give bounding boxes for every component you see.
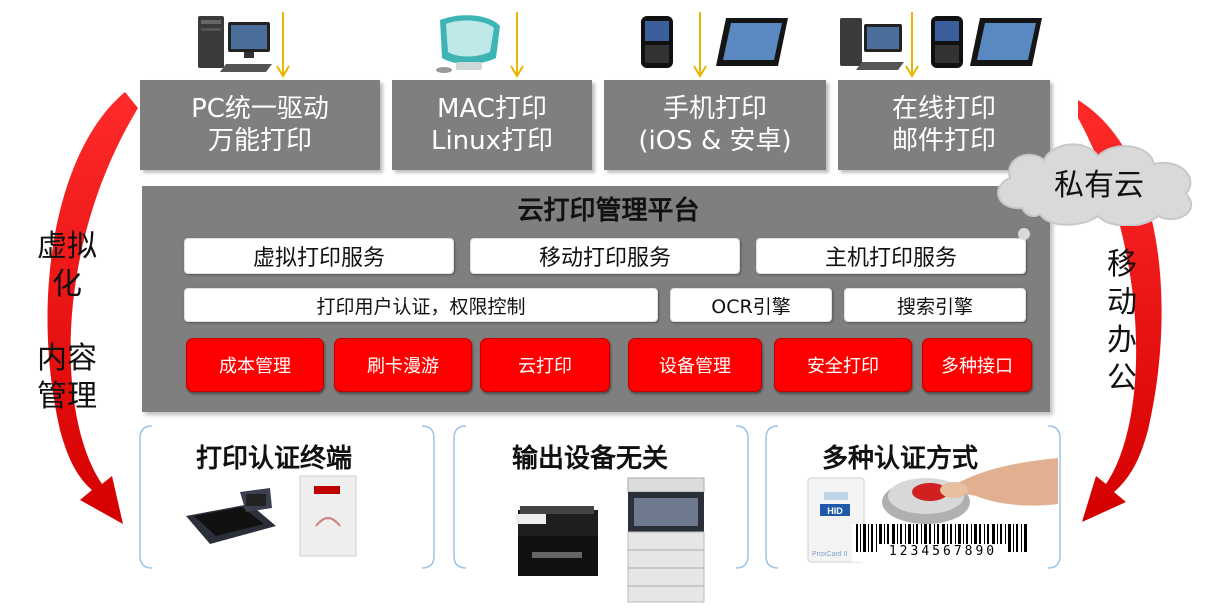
side-char: 办 [1107,323,1137,358]
phone-icon [641,16,673,68]
laser-printer-icon [516,506,598,576]
auth-terminal-title: 打印认证终端 [196,444,353,474]
ocr-engine: OCR引擎 [670,288,832,322]
user-auth-permission: 打印用户认证，权限控制 [184,288,658,322]
card-model: ProxCard II [812,551,847,558]
decorative-dot [1018,228,1030,240]
box-line: 邮件打印 [891,126,996,156]
phone-icon-2 [931,16,963,68]
down-arrow-icon [905,12,919,78]
auth-methods-title: 多种认证方式 [822,444,979,474]
pc-driver-box: PC统一驱动 万能打印 [140,80,380,170]
cost-management: 成本管理 [186,338,324,392]
copier-icon [627,477,705,603]
card-reader-icon [299,475,357,557]
tablet-icon-2 [970,18,1042,66]
down-arrow-icon [276,12,290,78]
side-text: 虚拟 [37,229,97,264]
cloud-icon [997,143,1193,226]
side-text: 化 [52,267,82,302]
mobile-office-label: 移 动 办 公 [1092,246,1152,398]
desktop-pc-icon [198,16,272,72]
box-line: PC统一驱动 [191,94,329,124]
barcode-bars [856,524,1027,552]
virtualization-label: 虚拟 化 [22,228,112,304]
platform-title: 云打印管理平台 [517,196,700,226]
box-line: MAC打印 [437,94,547,124]
content-management-label: 内容 管理 [22,340,112,416]
mobile-print-service: 移动打印服务 [470,238,740,274]
secure-print: 安全打印 [774,338,912,392]
box-line: 在线打印 [891,94,996,124]
box-line: (iOS & 安卓) [638,126,792,156]
card-brand: HID [827,506,843,516]
multi-interface: 多种接口 [922,338,1032,392]
box-line: Linux打印 [430,126,554,156]
virtual-print-service: 虚拟打印服务 [184,238,454,274]
side-text: 管理 [37,379,97,414]
down-arrow-icon [510,12,524,78]
fingerprint-scanner-icon [882,458,1058,524]
device-management: 设备管理 [628,338,762,392]
bottom-group-frame [139,425,435,569]
bottom-group-frame [453,425,749,569]
pos-terminal-icon [186,488,276,544]
search-engine: 搜索引擎 [844,288,1026,322]
host-print-service: 主机打印服务 [756,238,1026,274]
side-char: 动 [1107,285,1137,320]
side-char: 移 [1107,247,1137,282]
side-text: 内容 [37,341,97,376]
bottom-group-frame [765,425,1061,569]
box-line: 万能打印 [207,126,312,156]
hid-card-icon: HID ProxCard II [807,477,865,563]
device-agnostic-title: 输出设备无关 [512,444,669,474]
imac-icon [436,15,500,73]
online-print-box: 在线打印 邮件打印 [838,80,1050,170]
mobile-print-box: 手机打印 (iOS & 安卓) [604,80,826,170]
box-line: 手机打印 [662,94,767,124]
cloud-print: 云打印 [480,338,610,392]
mac-linux-box: MAC打印 Linux打印 [392,80,592,170]
side-char: 公 [1107,361,1137,396]
barcode-number: 1234567890 [878,544,1008,559]
card-roaming: 刷卡漫游 [334,338,472,392]
down-arrow-icon [693,12,707,78]
desktop-pc-icon-2 [840,18,904,70]
tablet-icon [716,18,788,66]
private-cloud-label: 私有云 [1054,168,1144,203]
